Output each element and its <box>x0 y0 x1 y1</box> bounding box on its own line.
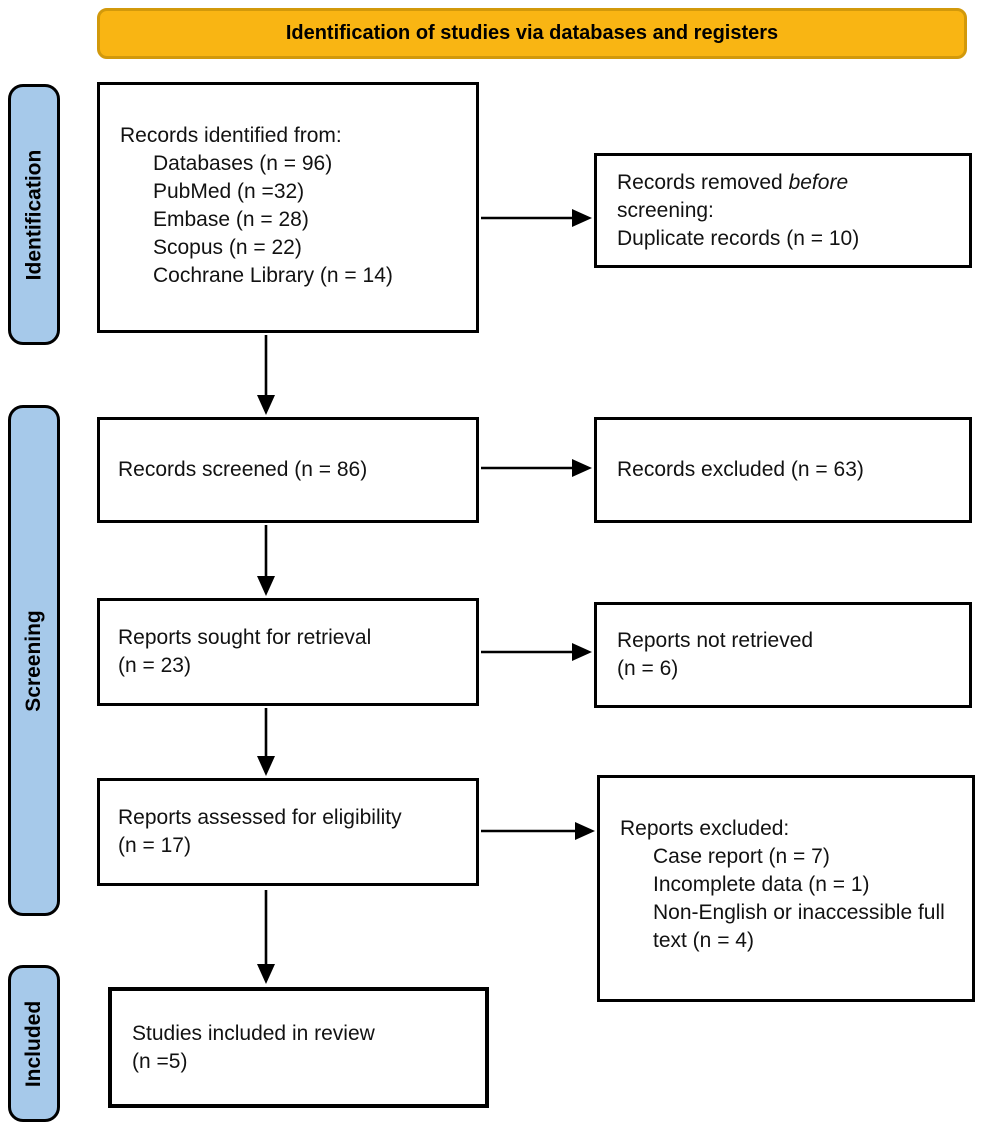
reports-sought-line1: Reports sought for retrieval <box>118 626 372 649</box>
arrow-identified-to-screened <box>257 335 275 415</box>
records-excluded-label: Records excluded (n = 63) <box>617 458 864 481</box>
arrow-screened-to-excluded <box>481 459 592 477</box>
box-records-screened: Records screened (n = 86) <box>97 417 479 523</box>
reports-not-retrieved-line2: (n = 6) <box>617 657 679 680</box>
stage-label-identification: Identification <box>8 84 60 345</box>
box-reports-sought: Reports sought for retrieval (n = 23) <box>97 598 479 706</box>
records-screened-label: Records screened (n = 86) <box>118 458 368 481</box>
banner-title: Identification of studies via databases … <box>97 8 967 59</box>
records-identified-item: Cochrane Library (n = 14) <box>153 264 393 287</box>
arrow-sought-to-not-retrieved <box>481 643 592 661</box>
reports-not-retrieved-line1: Reports not retrieved <box>617 629 814 652</box>
reports-assessed-line2: (n = 17) <box>118 834 191 857</box>
records-identified-item: Scopus (n = 22) <box>153 236 302 259</box>
reports-excluded-title: Reports excluded: <box>620 817 790 840</box>
records-removed-line2: screening: <box>617 198 714 222</box>
records-removed-italic: before <box>788 170 849 194</box>
banner-label: Identification of studies via databases … <box>285 22 779 44</box>
reports-assessed-line1: Reports assessed for eligibility <box>118 806 402 829</box>
box-reports-excluded: Reports excluded: Case report (n = 7) In… <box>597 775 975 1002</box>
reports-sought-line2: (n = 23) <box>118 654 191 677</box>
records-identified-item: Embase (n = 28) <box>153 208 309 231</box>
arrow-screened-to-sought <box>257 525 275 596</box>
studies-included-line1: Studies included in review <box>132 1021 375 1045</box>
studies-included-line2: (n =5) <box>132 1049 188 1073</box>
arrow-assessed-to-included <box>257 890 275 984</box>
records-removed-prefix: Records removed <box>617 170 789 194</box>
box-records-removed: Records removed before screening: Duplic… <box>594 153 972 268</box>
box-reports-assessed: Reports assessed for eligibility (n = 17… <box>97 778 479 886</box>
reports-excluded-item: Incomplete data (n = 1) <box>653 873 870 896</box>
box-reports-not-retrieved: Reports not retrieved (n = 6) <box>594 602 972 708</box>
stage-label-identification-text: Identification <box>22 149 46 280</box>
stage-label-screening: Screening <box>8 405 60 916</box>
box-records-excluded: Records excluded (n = 63) <box>594 417 972 523</box>
records-identified-item: PubMed (n =32) <box>153 180 305 203</box>
records-identified-title: Records identified from: <box>120 124 342 147</box>
stage-label-included: Included <box>8 965 60 1122</box>
records-identified-item: Databases (n = 96) <box>153 152 333 175</box>
box-studies-included: Studies included in review (n =5) <box>108 987 489 1108</box>
stage-label-screening-text: Screening <box>22 609 46 712</box>
reports-excluded-item: Non-English or inaccessible full text (n… <box>653 901 945 952</box>
stage-label-included-text: Included <box>22 1000 45 1087</box>
reports-excluded-item: Case report (n = 7) <box>653 845 830 868</box>
arrow-assessed-to-reports-excluded <box>481 822 595 840</box>
records-removed-line3: Duplicate records (n = 10) <box>617 226 860 250</box>
box-records-identified: Records identified from: Databases (n = … <box>97 82 479 333</box>
arrow-identified-to-removed <box>481 209 592 227</box>
arrow-sought-to-assessed <box>257 708 275 776</box>
records-removed-line1: Records removed before <box>617 169 961 197</box>
